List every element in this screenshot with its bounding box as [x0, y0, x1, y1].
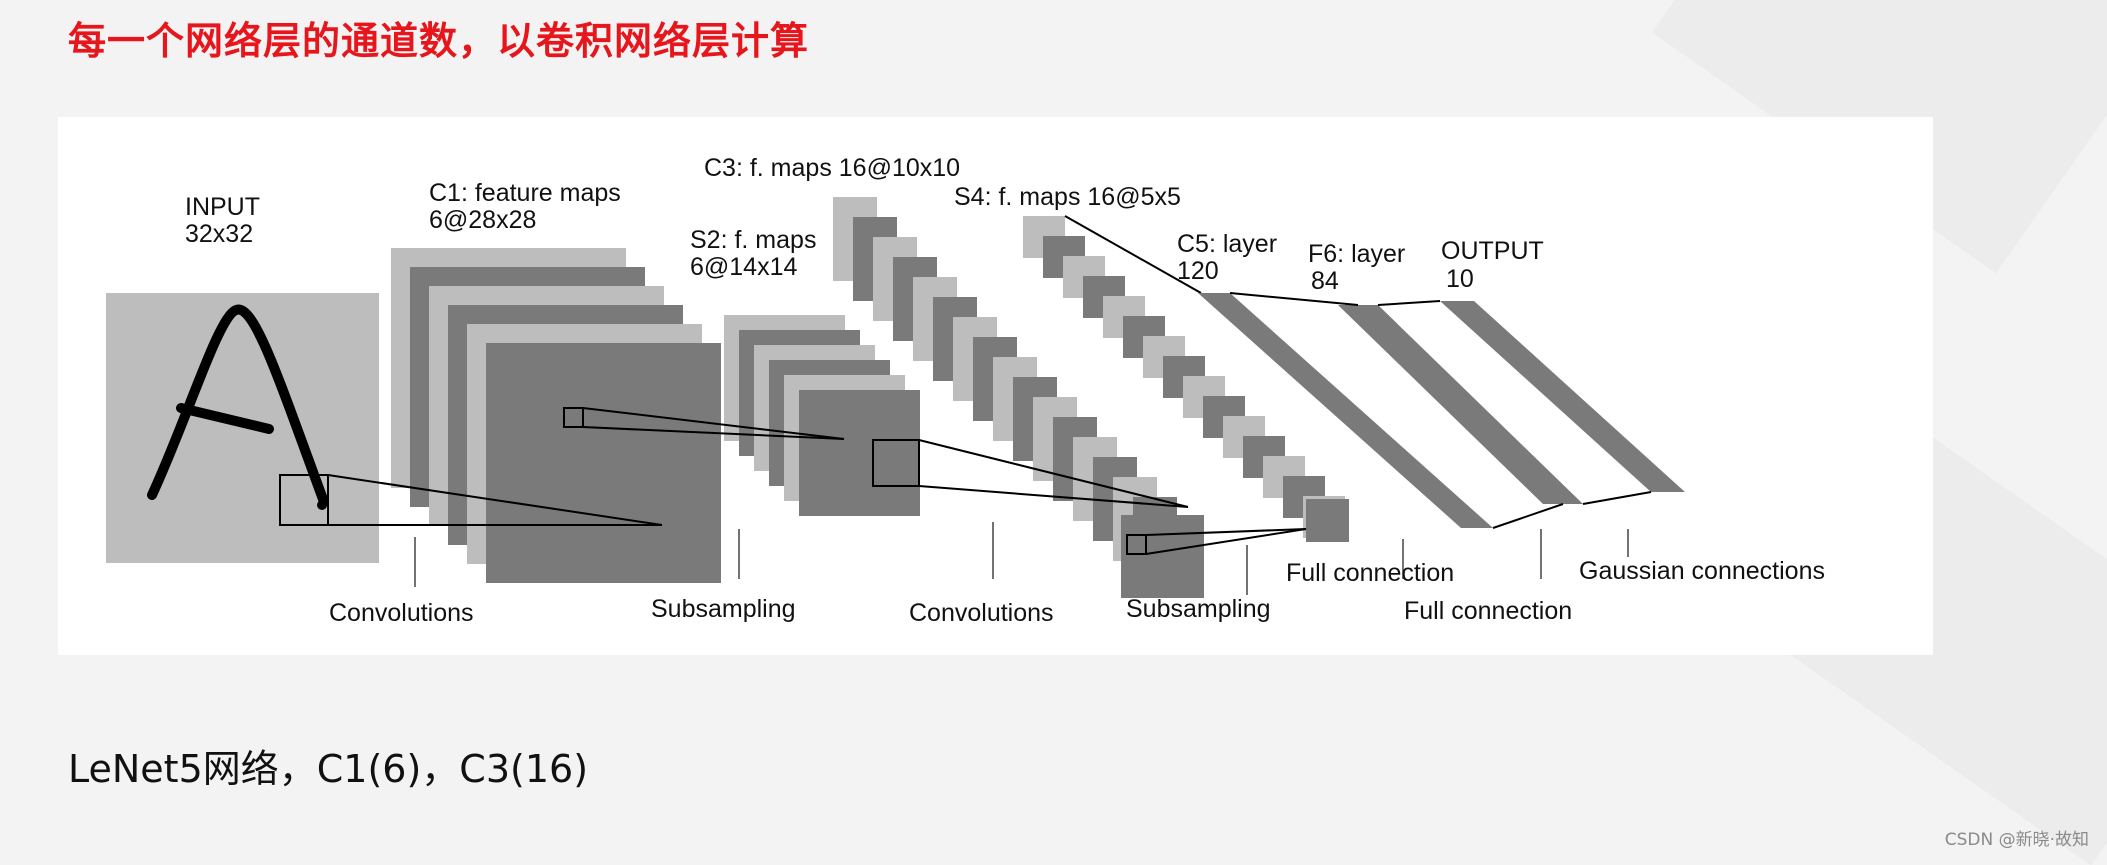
f6-layer — [1338, 305, 1583, 504]
full-connection-line — [1377, 300, 1441, 306]
slide-caption: LeNet5网络，C1(6)，C3(16) — [68, 747, 589, 791]
input-size-label: 32x32 — [185, 220, 253, 248]
gauss-label: Gaussian connections — [1579, 557, 1825, 585]
sub1-label: Subsampling — [651, 595, 796, 623]
sub2-label: Subsampling — [1126, 595, 1271, 623]
lenet5-diagram: INPUT 32x32 C1: feature maps 6@28x28 C3:… — [58, 117, 1933, 655]
c3-label: C3: f. maps 16@10x10 — [704, 154, 960, 182]
full-connection-line — [1492, 503, 1564, 529]
output-label: OUTPUT — [1441, 237, 1544, 265]
conv2-projection-line — [918, 439, 1189, 508]
s2-size-label: 6@14x14 — [690, 253, 797, 281]
c1-feature-maps — [391, 248, 721, 583]
c1-label: C1: feature maps — [429, 179, 621, 207]
c5-label: C5: layer — [1177, 230, 1277, 258]
slide-title: 每一个网络层的通道数，以卷积网络层计算 — [68, 19, 810, 63]
c3-receptive-field — [1126, 534, 1147, 555]
input-receptive-field — [279, 474, 329, 526]
full2-label: Full connection — [1404, 597, 1572, 625]
input-plane — [106, 293, 379, 563]
s2-label: S2: f. maps — [690, 226, 816, 254]
c1-size-label: 6@28x28 — [429, 206, 536, 234]
f6-size-label: 84 — [1311, 267, 1339, 295]
s4-feature-maps — [1023, 216, 1349, 542]
full1-label: Full connection — [1286, 559, 1454, 587]
letter-a-glyph — [147, 304, 329, 507]
c1-receptive-field — [563, 407, 584, 428]
full-connection-line — [1582, 491, 1652, 505]
c5-size-label: 120 — [1177, 257, 1219, 285]
conv1-projection-line — [327, 474, 663, 526]
f6-label: F6: layer — [1308, 240, 1405, 268]
s2-feature-maps — [724, 315, 920, 516]
watermark: CSDN @新晓·故知 — [1944, 830, 2089, 850]
sub1-projection-line — [582, 426, 845, 440]
full-connection-line — [1229, 292, 1359, 306]
s4-label: S4: f. maps 16@5x5 — [954, 183, 1181, 211]
c3-feature-maps — [833, 197, 1204, 598]
c5-layer — [1198, 293, 1493, 528]
output-layer — [1440, 301, 1685, 492]
sub2-projection-line — [1145, 528, 1307, 536]
input-label: INPUT — [185, 193, 260, 221]
conv2-label: Convolutions — [909, 599, 1054, 627]
sub1-projection-line — [582, 407, 845, 440]
conv1-label: Convolutions — [329, 599, 474, 627]
output-size-label: 10 — [1446, 265, 1474, 293]
conv2-projection-line — [918, 485, 1189, 508]
input-field-dot — [317, 500, 327, 510]
s4-to-c5-line — [1064, 215, 1202, 294]
sub2-projection-line — [1145, 528, 1307, 555]
s2-receptive-field — [872, 439, 920, 487]
